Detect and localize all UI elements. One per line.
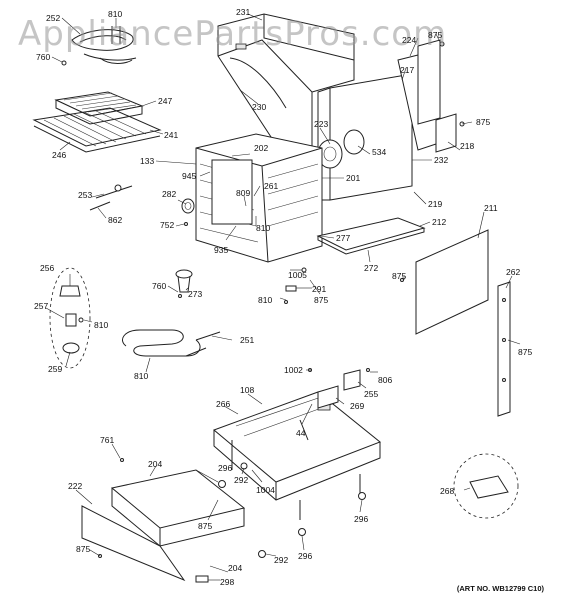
watermark-text: AppliancePartsPros.com (18, 14, 448, 54)
part-label: 292 (274, 555, 289, 565)
part-label: 810 (134, 371, 149, 381)
igniter-group (49, 267, 91, 369)
part-label: 534 (372, 147, 387, 157)
part-label: 212 (432, 217, 447, 227)
oven-wrapper (217, 13, 355, 167)
part-label: 262 (506, 267, 521, 277)
oven-liner (195, 133, 323, 263)
bake-element-assembly (71, 26, 137, 64)
part-label: 247 (158, 96, 173, 106)
hinge-receiver (175, 269, 193, 293)
part-label: 231 (236, 7, 251, 17)
part-label: 282 (162, 189, 177, 199)
part-label: 810 (256, 223, 271, 233)
part-label: 760 (36, 52, 51, 62)
part-label: 259 (48, 364, 63, 374)
sensor-probe (89, 184, 133, 211)
oven-bottom-plate (316, 217, 426, 255)
part-label: 133 (140, 156, 155, 166)
screw-icon (61, 60, 67, 66)
part-label: 277 (336, 233, 351, 243)
part-label: 219 (428, 199, 443, 209)
part-label: 224 (402, 35, 417, 45)
side-panel (397, 39, 465, 153)
part-label: 256 (40, 263, 55, 273)
side-panel-right (415, 229, 489, 335)
part-label: 862 (108, 215, 123, 225)
part-label: 253 (78, 190, 93, 200)
part-label: 1005 (288, 270, 307, 280)
part-label: 246 (52, 150, 67, 160)
part-label: 269 (350, 401, 365, 411)
part-label: 945 (182, 171, 197, 181)
part-label: 257 (34, 301, 49, 311)
part-label: 201 (346, 173, 361, 183)
oven-rack (32, 107, 162, 153)
part-label: 875 (314, 295, 329, 305)
part-label: 761 (100, 435, 115, 445)
broil-element (122, 329, 221, 357)
part-label: 810 (258, 295, 273, 305)
part-label: 806 (378, 375, 393, 385)
part-label: 266 (216, 399, 231, 409)
broiler-pan (54, 91, 144, 125)
part-label: 272 (364, 263, 379, 273)
oven-back-panel (317, 73, 413, 201)
part-label: 292 (234, 475, 249, 485)
part-label: 241 (164, 130, 179, 140)
part-label: 218 (460, 141, 475, 151)
part-label: 232 (434, 155, 449, 165)
part-label: 252 (46, 13, 61, 23)
door-lock-detail (453, 453, 519, 519)
part-label: 217 (400, 65, 415, 75)
leader-lines (45, 13, 521, 581)
part-label: 296 (298, 551, 313, 561)
part-label: 875 (518, 347, 533, 357)
part-label: 760 (152, 281, 167, 291)
part-label: 202 (254, 143, 269, 153)
drawer-chassis (213, 391, 381, 520)
part-label: 298 (220, 577, 235, 587)
part-label: 204 (148, 459, 163, 469)
part-label: 204 (228, 563, 243, 573)
part-label: 261 (264, 181, 279, 191)
part-label: 291 (312, 284, 327, 294)
fan-motor-icon (343, 129, 365, 155)
part-label: 211 (484, 203, 498, 213)
part-label: 875 (198, 521, 213, 531)
part-label: 875 (392, 271, 407, 281)
art-number: (ART NO. WB12799 C10) (456, 584, 544, 593)
part-label: 1004 (256, 485, 275, 495)
part-label: 251 (240, 335, 255, 345)
part-label: 222 (68, 481, 83, 491)
thermostat-knob (181, 198, 195, 214)
vent-slot (235, 43, 247, 50)
rear-strip (497, 281, 511, 417)
oven-cavity-opening (211, 159, 253, 225)
part-label: 875 (428, 30, 443, 40)
part-label: 875 (476, 117, 491, 127)
part-label: 810 (108, 9, 123, 19)
part-label: 223 (314, 119, 329, 129)
part-label: 230 (252, 102, 267, 112)
part-label: 273 (188, 289, 203, 299)
part-label: 810 (94, 320, 109, 330)
part-label: 1002 (284, 365, 303, 375)
part-label: 809 (236, 188, 251, 198)
part-label: 935 (214, 245, 229, 255)
part-label: 875 (76, 544, 91, 554)
part-label: 296 (354, 514, 369, 524)
part-label: 44 (296, 428, 306, 438)
part-label: 296 (218, 463, 233, 473)
latch-bracket (317, 369, 361, 409)
part-label: 255 (364, 389, 379, 399)
part-label: 108 (240, 385, 255, 395)
part-label: 268 (440, 486, 455, 496)
part-label: 752 (160, 220, 175, 230)
